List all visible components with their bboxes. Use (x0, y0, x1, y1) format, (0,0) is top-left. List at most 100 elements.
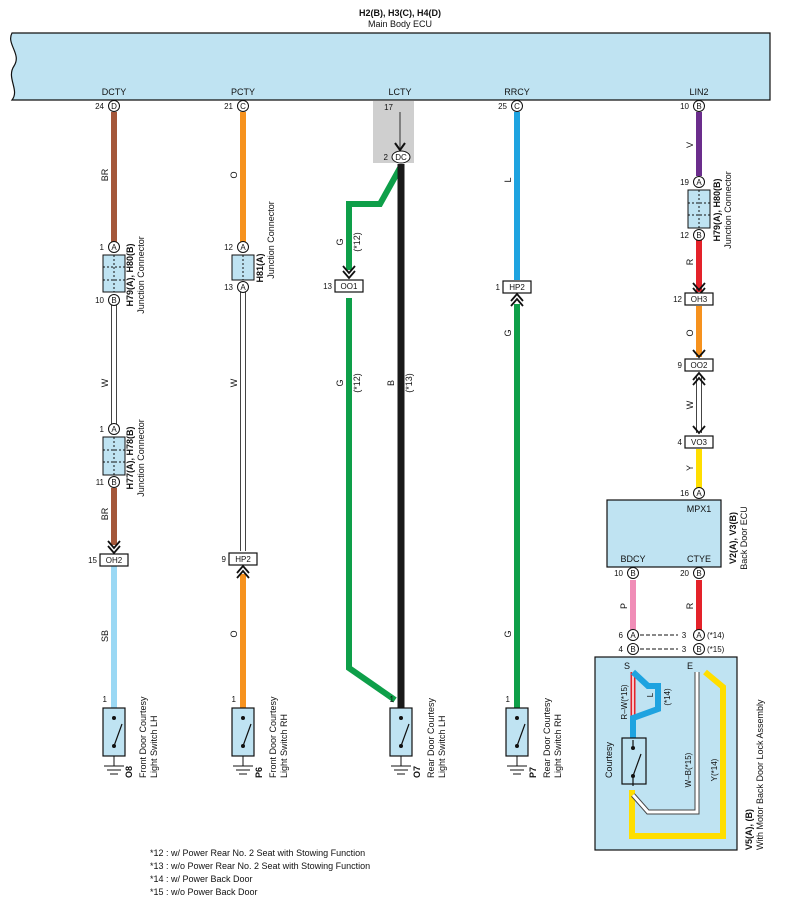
svg-text:VO3: VO3 (691, 438, 708, 447)
terminal-rrcy: RRCY (504, 87, 530, 97)
svg-text:20: 20 (680, 569, 689, 578)
label-lin2-r: R (685, 258, 695, 265)
svg-text:A: A (696, 178, 702, 187)
lcty-dc-connector: DC 2 (384, 142, 411, 164)
connector-hp2-rrcy: HP2 1 (496, 280, 532, 307)
svg-text:13: 13 (323, 282, 332, 291)
svg-text:MPX1: MPX1 (687, 504, 712, 514)
label-ctye-r: R (685, 602, 695, 609)
svg-text:25: 25 (498, 102, 507, 111)
ecu-pin-pcty: C 21 (224, 100, 249, 112)
svg-text:Light Switch RH: Light Switch RH (279, 714, 289, 778)
label-lcty-g1: G (335, 238, 345, 245)
svg-text:A: A (240, 243, 246, 252)
svg-text:Rear Door Courtesy: Rear Door Courtesy (542, 697, 552, 778)
svg-text:P7: P7 (528, 767, 538, 778)
main-ecu-name: Main Body ECU (368, 19, 432, 29)
svg-text:Rear Door Courtesy: Rear Door Courtesy (426, 697, 436, 778)
svg-text:Light Switch LH: Light Switch LH (149, 715, 159, 778)
svg-text:Light Switch LH: Light Switch LH (437, 715, 447, 778)
ecu-pin-lin2: B 10 (680, 100, 705, 112)
svg-text:With Motor Back Door Lock Asse: With Motor Back Door Lock Assembly (755, 699, 765, 850)
svg-text:B: B (111, 478, 116, 487)
svg-text:Front Door Courtesy: Front Door Courtesy (138, 696, 148, 778)
svg-text:(*14): (*14) (663, 688, 672, 706)
svg-text:24: 24 (95, 102, 104, 111)
ecu-pin-rrcy: C 25 (498, 100, 523, 112)
svg-text:HP2: HP2 (235, 555, 251, 564)
svg-text:Light Switch RH: Light Switch RH (553, 714, 563, 778)
label-rrcy-l: L (503, 177, 513, 182)
svg-text:H77(A), H78(B): H77(A), H78(B) (125, 426, 135, 489)
footnote-14: *14 : w/ Power Back Door (150, 874, 253, 884)
switch-o8: 1 O8 Front Door Courtesy Light Switch LH (102, 695, 159, 778)
svg-text:1: 1 (506, 695, 511, 704)
footnotes: *12 : w/ Power Rear No. 2 Seat with Stow… (150, 848, 370, 897)
svg-text:1: 1 (100, 425, 105, 434)
svg-text:HP2: HP2 (509, 283, 525, 292)
svg-text:W–B(*15): W–B(*15) (684, 752, 693, 787)
svg-text:S: S (624, 661, 630, 671)
svg-text:2: 2 (384, 153, 389, 162)
junction-h81-pcty: A 12 A 13 H81(A) Junction Connector (224, 201, 276, 293)
svg-text:16: 16 (680, 489, 689, 498)
svg-text:Junction Connector: Junction Connector (136, 419, 146, 497)
svg-text:OO2: OO2 (691, 361, 708, 370)
label-dcty-br-1: BR (100, 168, 110, 181)
svg-text:19: 19 (680, 178, 689, 187)
label-lcty-g2-note: (*12) (352, 373, 362, 393)
splice-row-15: B 4 3 B (*15) (619, 643, 725, 655)
svg-text:Y(*14): Y(*14) (710, 758, 719, 781)
junction-h79-dcty: A 1 B 10 H79(A), H80(B) Junction Connect… (95, 236, 146, 314)
junction-h77-dcty: A 1 B 11 H77(A), H78(B) Junction Connect… (96, 419, 146, 497)
main-ecu-box (10, 32, 771, 101)
svg-text:R–W(*15): R–W(*15) (620, 684, 629, 719)
terminal-pcty: PCTY (231, 87, 255, 97)
svg-text:12: 12 (680, 231, 689, 240)
label-lcty-b-note: (*13) (404, 373, 414, 393)
back-door-lock-assembly: S E Courtesy R–W(*15) L (*14) W–B(*15) Y… (594, 656, 765, 851)
label-lcty-g2: G (335, 379, 345, 386)
svg-text:1: 1 (390, 695, 395, 704)
svg-text:H79(A), H80(B): H79(A), H80(B) (125, 243, 135, 306)
connector-oo2: OO2 9 (678, 349, 714, 386)
svg-text:1: 1 (496, 283, 501, 292)
svg-text:3: 3 (682, 631, 687, 640)
label-lin2-o: O (685, 329, 695, 336)
svg-text:Front Door Courtesy: Front Door Courtesy (268, 696, 278, 778)
svg-text:E: E (687, 661, 693, 671)
svg-text:B: B (696, 231, 701, 240)
wire-lcty-g-upper[interactable] (346, 166, 403, 270)
svg-text:B: B (696, 569, 701, 578)
connector-oo1: OO1 13 (323, 265, 364, 293)
label-lin2-y: Y (685, 465, 695, 471)
svg-text:D: D (111, 102, 117, 111)
svg-text:1: 1 (100, 243, 105, 252)
label-lcty-g1-note: (*12) (352, 232, 362, 252)
label-rrcy-g-1: G (503, 329, 513, 336)
svg-text:OH3: OH3 (691, 295, 708, 304)
wire-lcty-g-lower[interactable] (346, 298, 397, 703)
svg-text:DC: DC (395, 153, 407, 162)
label-dcty-w-1: W (100, 378, 110, 387)
switch-p7: 1 P7 Rear Door Courtesy Light Switch RH (505, 695, 563, 778)
svg-text:V2(A), V3(B): V2(A), V3(B) (728, 512, 738, 564)
terminal-dcty: DCTY (102, 87, 127, 97)
svg-text:B: B (696, 645, 701, 654)
label-dcty-br-2: BR (100, 507, 110, 520)
svg-text:9: 9 (678, 361, 683, 370)
label-pcty-o-1: O (229, 171, 239, 178)
terminal-lin2: LIN2 (689, 87, 708, 97)
svg-text:B: B (630, 569, 635, 578)
svg-text:12: 12 (224, 243, 233, 252)
junction-h79-lin2: A 19 B 12 H79(A), H80(B) Junction Connec… (680, 171, 733, 249)
svg-text:BDCY: BDCY (620, 554, 645, 564)
svg-text:15: 15 (88, 556, 97, 565)
connector-hp2-pcty: HP2 9 (222, 552, 258, 579)
svg-text:A: A (696, 489, 702, 498)
svg-text:10: 10 (614, 569, 623, 578)
label-bdcy-p: P (619, 603, 629, 609)
svg-text:13: 13 (224, 283, 233, 292)
footnote-15: *15 : w/o Power Back Door (150, 887, 258, 897)
